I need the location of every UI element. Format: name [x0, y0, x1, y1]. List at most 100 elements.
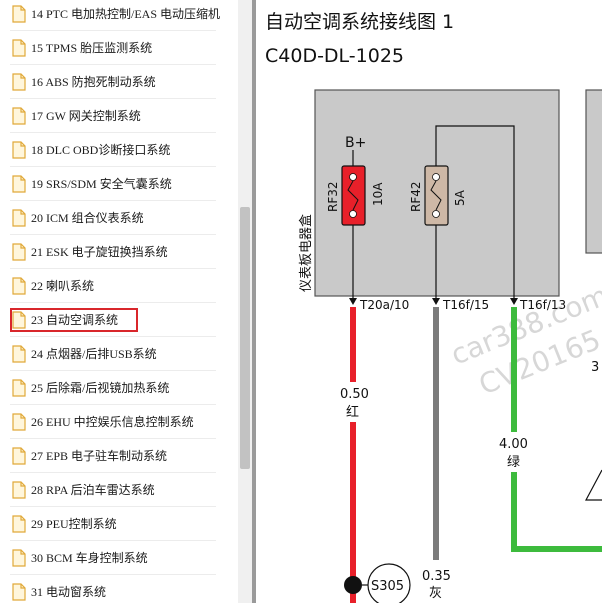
tree-item-separator — [10, 302, 216, 303]
pin-arrow-3 — [510, 298, 518, 305]
fuse-rf42-rating: 5A — [453, 189, 467, 206]
internal-wire-t16f13 — [435, 125, 515, 298]
tree-item-separator — [10, 472, 216, 473]
tree-item-4[interactable]: 17 GW 网关控制系统 — [0, 99, 238, 133]
tree-item-separator — [10, 166, 216, 167]
pin-arrow-1 — [349, 298, 357, 305]
tree-item-separator — [10, 404, 216, 405]
fuse-box-label: 仪表板电器盒 — [298, 214, 314, 292]
tree-item-label: 19 SRS/SDM 安全气囊系统 — [31, 177, 172, 191]
document-icon — [12, 379, 26, 397]
tree-item-label: 18 DLC OBD诊断接口系统 — [31, 143, 171, 157]
tree-item-separator — [10, 234, 216, 235]
tree-item-6[interactable]: 19 SRS/SDM 安全气囊系统 — [0, 167, 238, 201]
tree-item-label: 21 ESK 电子旋钮换挡系统 — [31, 245, 168, 259]
tree-item-5[interactable]: 18 DLC OBD诊断接口系统 — [0, 133, 238, 167]
right-module-box — [585, 89, 602, 254]
tree-item-separator — [10, 268, 216, 269]
pin-label-2: T16f/15 — [442, 298, 489, 312]
pane-splitter[interactable] — [252, 0, 256, 603]
tree-item-separator — [10, 30, 216, 31]
tree-item-label: 22 喇叭系统 — [31, 279, 95, 293]
fuse-rf32-name: RF32 — [326, 181, 340, 212]
tree-item-separator — [10, 200, 216, 201]
fuse-rf32-rating: 10A — [371, 182, 385, 206]
tree-item-14[interactable]: 27 EPB 电子驻车制动系统 — [0, 439, 238, 473]
tree-item-separator — [10, 132, 216, 133]
tree-item-label: 15 TPMS 胎压监测系统 — [31, 41, 153, 55]
partial-label: 3 — [591, 360, 599, 375]
tree-item-2[interactable]: 15 TPMS 胎压监测系统 — [0, 31, 238, 65]
document-icon — [12, 583, 26, 601]
wire-green-gauge: 4.00 — [499, 437, 528, 452]
document-icon — [12, 481, 26, 499]
wire-green — [511, 307, 602, 552]
document-icon — [12, 243, 26, 261]
pin-label-1: T20a/10 — [359, 298, 409, 312]
tree-item-separator — [10, 506, 216, 507]
tree-item-label: 30 BCM 车身控制系统 — [31, 551, 148, 565]
tree-item-label: 23 自动空调系统 — [31, 313, 119, 327]
tree-item-7[interactable]: 20 ICM 组合仪表系统 — [0, 201, 238, 235]
tree-item-separator — [10, 438, 216, 439]
selection-highlight — [10, 308, 138, 332]
wire-red-gauge: 0.50 — [340, 387, 369, 402]
tree-item-12[interactable]: 25 后除霜/后视镜加热系统 — [0, 371, 238, 405]
document-icon — [12, 413, 26, 431]
splice-marker — [367, 563, 411, 603]
tree-item-10[interactable]: 23 自动空调系统 — [0, 303, 238, 337]
tree-item-label: 16 ABS 防抱死制动系统 — [31, 75, 156, 89]
tree-item-separator — [10, 336, 216, 337]
document-icon — [12, 175, 26, 193]
tree-item-label: 24 点烟器/后排USB系统 — [31, 347, 157, 361]
document-icon — [12, 5, 26, 23]
tree-item-9[interactable]: 22 喇叭系统 — [0, 269, 238, 303]
sidebar-scrollbar-thumb[interactable] — [240, 207, 250, 469]
tree-item-separator — [10, 64, 216, 65]
diagram-code: C40D-DL-1025 — [265, 45, 405, 67]
document-tree: 14 PTC 电加热控制/EAS 电动压缩机 15 TPMS 胎压监测系统 16 A… — [0, 0, 238, 603]
tree-item-label: 31 电动窗系统 — [31, 585, 107, 599]
wire-red-color: 红 — [346, 404, 359, 420]
document-icon — [12, 311, 26, 329]
diagram-title: 自动空调系统接线图 1 — [265, 11, 455, 33]
fuse-rf32 — [341, 165, 366, 226]
document-icon — [12, 141, 26, 159]
tree-item-17[interactable]: 30 BCM 车身控制系统 — [0, 541, 238, 575]
document-icon — [12, 209, 26, 227]
supply-label: B+ — [345, 135, 366, 151]
tree-item-18[interactable]: 31 电动窗系统 — [0, 575, 238, 603]
pin-arrow-2 — [432, 298, 440, 305]
tree-item-15[interactable]: 28 RPA 后泊车雷达系统 — [0, 473, 238, 507]
document-icon — [12, 39, 26, 57]
wire-green-color: 绿 — [507, 455, 520, 470]
tree-item-separator — [10, 540, 216, 541]
partial-symbol — [585, 469, 602, 501]
tree-item-label: 17 GW 网关控制系统 — [31, 109, 141, 123]
tree-item-label: 25 后除霜/后视镜加热系统 — [31, 381, 170, 395]
tree-item-label: 14 PTC 电加热控制/EAS 电动压缩机 — [31, 7, 221, 21]
tree-item-13[interactable]: 26 EHU 中控娱乐信息控制系统 — [0, 405, 238, 439]
tree-item-label: 29 PEU控制系统 — [31, 517, 117, 531]
splice-dot — [344, 576, 362, 594]
tree-item-11[interactable]: 24 点烟器/后排USB系统 — [0, 337, 238, 371]
tree-item-label: 20 ICM 组合仪表系统 — [31, 211, 144, 225]
tree-item-separator — [10, 370, 216, 371]
tree-item-1[interactable]: 14 PTC 电加热控制/EAS 电动压缩机 — [0, 0, 238, 31]
document-icon — [12, 447, 26, 465]
fuse-rf42 — [424, 165, 449, 226]
tree-item-8[interactable]: 21 ESK 电子旋钮换挡系统 — [0, 235, 238, 269]
tree-item-16[interactable]: 29 PEU控制系统 — [0, 507, 238, 541]
fuse-rf42-name: RF42 — [409, 181, 423, 212]
tree-item-separator — [10, 574, 216, 575]
document-icon — [12, 277, 26, 295]
tree-item-separator — [10, 98, 216, 99]
tree-item-3[interactable]: 16 ABS 防抱死制动系统 — [0, 65, 238, 99]
document-icon — [12, 107, 26, 125]
tree-item-label: 28 RPA 后泊车雷达系统 — [31, 483, 155, 497]
pin-label-3: T16f/13 — [519, 298, 566, 312]
tree-item-label: 26 EHU 中控娱乐信息控制系统 — [31, 415, 194, 429]
tree-item-label: 27 EPB 电子驻车制动系统 — [31, 449, 168, 463]
document-icon — [12, 345, 26, 363]
document-icon — [12, 549, 26, 567]
